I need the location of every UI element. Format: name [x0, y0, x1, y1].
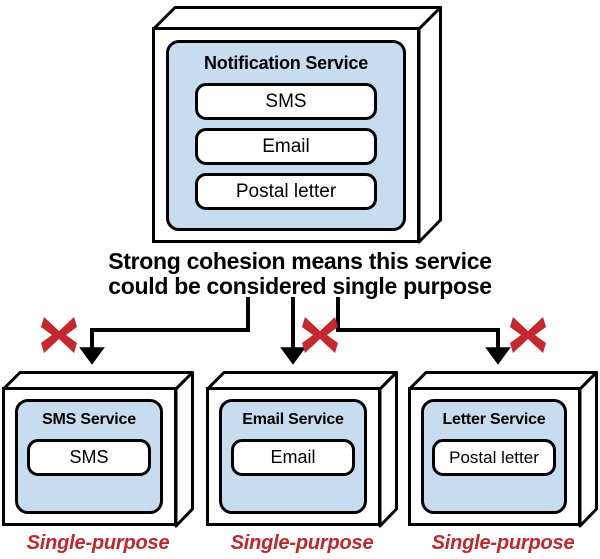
capability-label: Postal letter: [449, 447, 539, 467]
notification-service-panel: Notification Service SMS Email Postal le…: [166, 40, 406, 231]
letter-service-panel: Letter Service Postal letter: [421, 399, 567, 514]
single-purpose-label-letter: Single-purpose: [431, 532, 575, 554]
cohesion-caption: Strong cohesion means this service could…: [0, 249, 600, 299]
capability-pill-email: Email: [195, 128, 377, 165]
capability-pill-postal-letter: Postal letter: [432, 439, 556, 476]
notification-service-box: Notification Service SMS Email Postal le…: [152, 6, 442, 244]
x-mark-middle: [302, 317, 338, 353]
capability-label: Email: [270, 447, 316, 467]
notification-service-title: Notification Service: [203, 53, 369, 73]
capability-pill-email: Email: [231, 439, 355, 476]
email-service-box: Email Service Email: [206, 371, 398, 528]
box-3d-bevel: [2, 371, 194, 528]
single-purpose-label-sms: Single-purpose: [26, 532, 170, 554]
sms-service-panel: SMS Service SMS: [15, 399, 163, 514]
x-mark-left: [41, 317, 77, 353]
arrow-to-letter-service: [336, 297, 511, 365]
email-service-title: Email Service: [242, 411, 344, 428]
caption-line-1: Strong cohesion means this service: [108, 248, 492, 274]
letter-service-box: Letter Service Postal letter: [408, 371, 598, 528]
email-service-panel: Email Service Email: [219, 399, 367, 514]
capability-pill-sms: SMS: [27, 439, 151, 476]
arrow-to-sms-service: [79, 297, 250, 365]
capability-label: SMS: [69, 447, 109, 467]
x-mark-right: [510, 317, 546, 353]
sms-service-box: SMS Service SMS: [2, 371, 194, 528]
caption-line-2: could be considered single purpose: [108, 272, 492, 299]
letter-service-title: Letter Service: [442, 411, 546, 428]
capability-pill-postal-letter: Postal letter: [195, 173, 377, 210]
capability-pill-sms: SMS: [195, 83, 377, 120]
capability-label: Postal letter: [235, 180, 337, 202]
capability-label: SMS: [265, 90, 307, 112]
capability-label: Email: [262, 135, 310, 157]
single-purpose-label-email: Single-purpose: [230, 532, 374, 554]
sms-service-title: SMS Service: [42, 411, 136, 428]
